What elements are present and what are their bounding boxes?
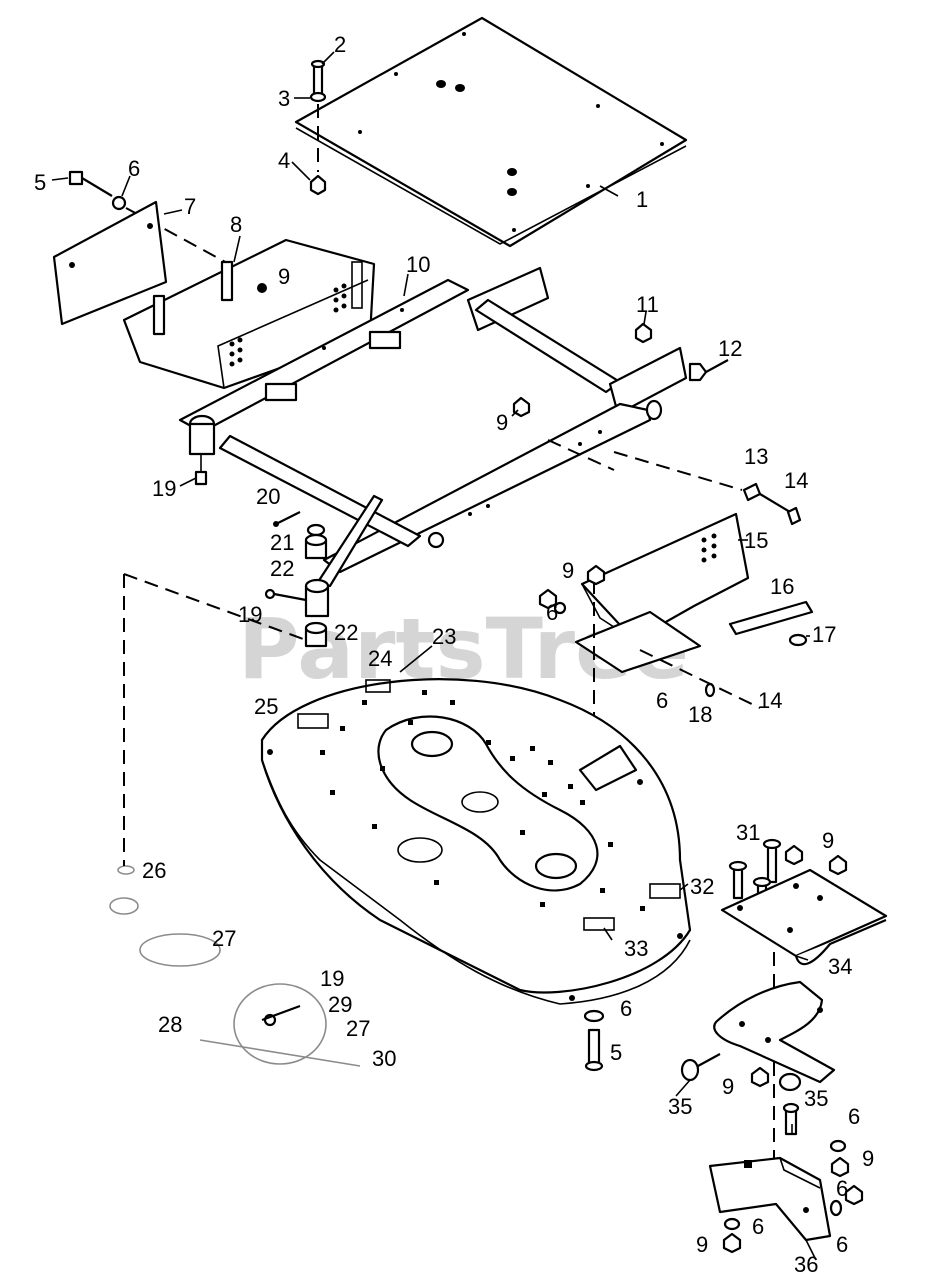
callout-8: 8 — [230, 212, 242, 237]
callout-18: 18 — [688, 702, 712, 727]
callout-10: 10 — [406, 252, 430, 277]
callout-21: 21 — [270, 530, 294, 555]
callout-31: 31 — [736, 820, 760, 845]
callout-3: 3 — [278, 86, 290, 111]
callout-25: 25 — [254, 694, 278, 719]
callout-11: 11 — [636, 292, 659, 317]
bolt-5[interactable] — [68, 170, 241, 271]
callout-22: 22 — [270, 556, 294, 581]
callout-24: 24 — [368, 646, 392, 671]
callout-6: 6 — [128, 156, 140, 181]
washer-6-pin[interactable] — [639, 649, 761, 709]
callout-9: 9 — [822, 828, 834, 853]
callout-27: 27 — [212, 926, 236, 951]
washers-6-bottom[interactable] — [723, 1139, 847, 1231]
callout-34: 34 — [828, 954, 852, 979]
bolt-2[interactable] — [309, 59, 327, 196]
grease-fitting-19[interactable] — [194, 454, 208, 486]
leader-lines — [51, 51, 817, 1261]
hitch-bracket-36[interactable] — [708, 1156, 832, 1242]
callout-27: 27 — [346, 1016, 370, 1041]
callout-17: 17 — [812, 622, 836, 647]
nuts-9-hitch[interactable] — [784, 844, 848, 876]
nuts-9-bottom[interactable] — [722, 1156, 864, 1254]
grease-fitting-19b[interactable] — [264, 588, 307, 602]
callout-6: 6 — [620, 996, 632, 1021]
callout-19: 19 — [238, 602, 262, 627]
callout-35: 35 — [804, 1086, 828, 1111]
callout-9: 9 — [862, 1146, 874, 1171]
bushing-22-lower[interactable] — [304, 621, 328, 648]
callout-20: 20 — [256, 484, 280, 509]
callout-32: 32 — [690, 874, 714, 899]
callout-33: 33 — [624, 936, 648, 961]
callout-14: 14 — [784, 468, 808, 493]
callout-26: 26 — [142, 858, 166, 883]
callout-5: 5 — [34, 170, 46, 195]
callout-7: 7 — [184, 194, 196, 219]
bushing-22-upper[interactable] — [304, 533, 328, 560]
callout-6: 6 — [836, 1176, 848, 1201]
footrest-plate[interactable] — [294, 16, 688, 248]
vent-holes — [229, 261, 363, 367]
callout-9: 9 — [496, 410, 508, 435]
callout-4: 4 — [278, 148, 290, 173]
nut-9-frame[interactable] — [512, 396, 615, 471]
pivot-tube[interactable] — [304, 578, 330, 618]
spacer-13[interactable] — [613, 451, 762, 502]
callout-29: 29 — [328, 992, 352, 1017]
deck-mounting-holes — [320, 690, 645, 911]
rod-16[interactable] — [728, 600, 814, 636]
dashed-leader-pivot — [123, 573, 307, 641]
nut-9-middle[interactable] — [750, 1066, 770, 1088]
hitch-plate-34[interactable] — [720, 868, 888, 966]
callout-6: 6 — [546, 600, 558, 625]
callout-2: 2 — [334, 32, 346, 57]
nut-9-bracket[interactable] — [538, 564, 606, 615]
callout-23: 23 — [432, 624, 456, 649]
callout-6: 6 — [752, 1214, 764, 1239]
callout-22: 22 — [334, 620, 358, 645]
callout-14: 14 — [758, 688, 782, 713]
callout-35: 35 — [668, 1094, 692, 1119]
bolt-5-deck[interactable] — [584, 1028, 604, 1072]
callout-19: 19 — [152, 476, 176, 501]
callout-9: 9 — [722, 1074, 734, 1099]
callout-15: 15 — [744, 528, 768, 553]
washer-21[interactable] — [306, 523, 326, 537]
callout-1: 1 — [636, 187, 648, 212]
main-frame-10[interactable] — [178, 266, 688, 588]
washer-6-deck[interactable] — [583, 1009, 605, 1023]
callout-28: 28 — [158, 1012, 182, 1037]
pin-20[interactable] — [273, 511, 301, 527]
nut-11[interactable] — [634, 322, 653, 344]
bolt-14[interactable] — [759, 493, 802, 526]
mower-deck-23[interactable] — [260, 678, 692, 1005]
clip-17[interactable] — [788, 633, 808, 647]
callout-30: 30 — [372, 1046, 396, 1071]
callout-6: 6 — [836, 1232, 848, 1257]
hitch-bracket-middle[interactable] — [713, 980, 836, 1084]
callout-36: 36 — [794, 1252, 818, 1277]
callout-6: 6 — [848, 1104, 860, 1129]
axle-bolt-29[interactable] — [261, 1004, 301, 1027]
bolt-12[interactable] — [688, 359, 729, 382]
bolts-35[interactable] — [680, 1053, 802, 1136]
callout-5: 5 — [610, 1040, 622, 1065]
callout-labels: 1 2 3 4 5 6 7 8 9 10 11 12 9 13 14 19 20… — [34, 32, 874, 1277]
callout-9: 9 — [562, 558, 574, 583]
callout-13: 13 — [744, 444, 768, 469]
callout-12: 12 — [718, 336, 742, 361]
callout-19: 19 — [320, 966, 344, 991]
callout-9: 9 — [278, 264, 290, 289]
gauge-wheel-assembly[interactable] — [109, 865, 361, 1067]
callout-9: 9 — [696, 1232, 708, 1257]
callout-16: 16 — [770, 574, 794, 599]
side-plate-7[interactable] — [52, 200, 168, 326]
callout-6: 6 — [656, 688, 668, 713]
